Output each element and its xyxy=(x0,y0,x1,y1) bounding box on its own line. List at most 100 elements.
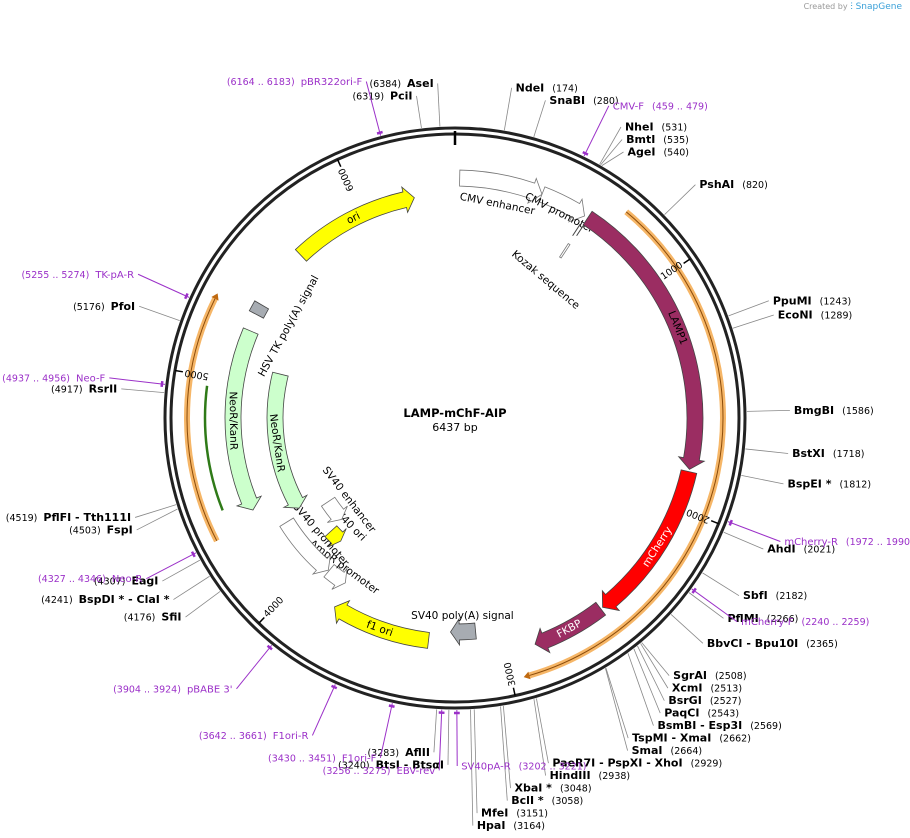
feature-sv40-enhancer[interactable] xyxy=(320,496,348,523)
enzyme-fspi[interactable]: (4503)FspI xyxy=(69,523,133,536)
enzyme-leader-hpai xyxy=(470,709,474,826)
primer-leader-mcherry-r xyxy=(727,521,781,542)
enzyme-ppumi[interactable]: PpuMI(1243) xyxy=(773,294,851,307)
enzyme-ahdi[interactable]: AhdI(2021) xyxy=(767,543,835,556)
primer-neo-r[interactable]: (4327 .. 4346)Neo-R xyxy=(38,574,142,585)
enzyme-smai[interactable]: SmaI(2664) xyxy=(632,744,703,757)
enzyme-pflmi[interactable]: PflMI(2266) xyxy=(727,612,798,625)
primer-mark-neo-f xyxy=(160,381,164,388)
enzyme-bcli[interactable]: BclI *(3058) xyxy=(511,794,583,807)
snapgene-logo-icon: ⵗ xyxy=(850,2,854,12)
enzyme-xbai[interactable]: XbaI *(3048) xyxy=(514,782,591,795)
feature-sv40-ori[interactable] xyxy=(324,525,347,548)
feature-fkbp[interactable] xyxy=(534,601,607,654)
enzyme-leader-bbvci-bpu10i xyxy=(670,614,704,644)
enzyme-leader-bmgbi xyxy=(746,409,790,412)
enzyme-leader-bmti xyxy=(600,139,623,166)
enzyme-hindiii[interactable]: HindIII(2938) xyxy=(550,769,631,782)
plasmid-name: LAMP-mChF-AIP xyxy=(403,406,506,420)
enzyme-bsrgi[interactable]: BsrGI(2527) xyxy=(668,694,741,707)
enzyme-bspdi-clai[interactable]: (4241)BspDI * - ClaI * xyxy=(41,593,170,606)
enzyme-hpai[interactable]: HpaI(3164) xyxy=(477,819,545,832)
primer-leader-neo-r xyxy=(146,552,197,580)
enzyme-leader-bcli xyxy=(500,706,508,801)
enzyme-mfei[interactable]: MfeI(3151) xyxy=(481,807,548,820)
enzyme-sgrai[interactable]: SgrAI(2508) xyxy=(673,669,746,682)
feature-neor-kanr-12[interactable] xyxy=(266,371,309,509)
enzyme-bsmbi-esp3i[interactable]: BsmBI - Esp3I(2569) xyxy=(657,719,781,732)
credit-prefix: Created by xyxy=(803,2,848,11)
enzyme-btsi-bts-i[interactable]: (3240)BtsI - BtsαI xyxy=(338,758,444,771)
enzyme-pshai[interactable]: PshAI(820) xyxy=(699,178,767,191)
primer-leader-mcherry-f xyxy=(691,588,738,623)
enzyme-bbvci-bpu10i[interactable]: BbvCI - Bpu10I(2365) xyxy=(707,637,838,650)
plasmid-backbone xyxy=(163,126,747,710)
feature-ori[interactable] xyxy=(294,185,415,262)
feature-f1-ori[interactable] xyxy=(334,599,430,649)
feature-label-neor-kanr-13: NeoR/KanR xyxy=(227,391,240,450)
enzyme-leader-smai xyxy=(605,668,628,751)
primer-sites: (6164 .. 6183)pBR322ori-F CMV-F(459 .. 47… xyxy=(2,77,910,777)
kozak-mark-b xyxy=(576,223,585,237)
primer-leader-pbr322ori-f xyxy=(365,81,382,136)
feature-label-kozak-sequence: Kozak sequence xyxy=(509,248,582,312)
enzyme-leader-eagi xyxy=(162,559,201,582)
enzyme-snabi[interactable]: SnaBI(280) xyxy=(549,94,618,107)
primer-mark-pbabe-3 xyxy=(266,644,273,651)
enzyme-econi[interactable]: EcoNI(1289) xyxy=(778,308,852,321)
primer-ebv-rev[interactable]: (3256 .. 3275)EBV-rev xyxy=(323,766,436,777)
enzyme-asei[interactable]: (6384)AseI xyxy=(369,77,433,90)
feature-sv40-poly-a-signal[interactable] xyxy=(450,617,477,647)
enzyme-bspei[interactable]: BspEI *(1812) xyxy=(787,477,871,490)
feature-cmv-enhancer[interactable] xyxy=(459,169,543,204)
enzyme-paer7i-pspxi-xhoi[interactable]: PaeR7I - PspXI - XhoI(2929) xyxy=(552,757,722,770)
feature-ampr-promoter[interactable] xyxy=(323,564,348,590)
enzyme-leader-pfoi xyxy=(139,305,180,322)
enzyme-tspmi-xmai[interactable]: TspMI - XmaI(2662) xyxy=(632,732,751,745)
primer-mcherry-r[interactable]: mCherry-R(1972 .. 1990) xyxy=(784,537,910,548)
enzyme-leader-hindiii xyxy=(533,699,546,776)
primer-neo-f[interactable]: (4937 .. 4956)Neo-F xyxy=(2,373,105,384)
enzyme-pflfi-tth111i[interactable]: (4519)PflFI - Tth111I xyxy=(6,511,131,524)
enzyme-leader-econi xyxy=(732,314,774,329)
enzyme-leader-mfei xyxy=(473,709,478,814)
feature-lamp1[interactable] xyxy=(582,210,706,470)
primer-sv40pa-r[interactable]: SV40pA-R(3202 .. 3221) xyxy=(461,761,586,772)
primer-f1ori-r[interactable]: (3642 .. 3661)F1ori-R xyxy=(199,731,309,742)
primer-mark-f1ori-r xyxy=(330,684,338,690)
enzyme-pfoi[interactable]: (5176)PfoI xyxy=(73,300,135,313)
enzyme-aflii[interactable]: (3283)AflII xyxy=(367,746,429,759)
enzyme-sfii[interactable]: (4176)SfiI xyxy=(124,611,182,624)
primer-pbr322ori-f[interactable]: (6164 .. 6183)pBR322ori-F xyxy=(227,77,363,88)
feature-mcherry[interactable] xyxy=(601,469,698,612)
primer-tk-pa-r[interactable]: (5255 .. 5274)TK-pA-R xyxy=(21,270,134,281)
enzyme-bmti[interactable]: BmtI(535) xyxy=(626,133,689,146)
enzyme-leader-sfii xyxy=(185,591,221,618)
kozak-mark-a xyxy=(572,223,581,237)
feature-neor-kanr-13[interactable] xyxy=(224,327,263,511)
enzyme-xcmi[interactable]: XcmI(2513) xyxy=(672,682,742,695)
enzyme-leader-sgrai xyxy=(641,642,670,676)
primer-cmv-f[interactable]: CMV-F(459 .. 479) xyxy=(613,101,708,112)
enzyme-leader-fspi xyxy=(136,508,178,531)
enzyme-sbfi[interactable]: SbfI(2182) xyxy=(743,589,807,602)
enzyme-paqci[interactable]: PaqCI(2543) xyxy=(664,707,739,720)
enzyme-ndei[interactable]: NdeI(174) xyxy=(516,81,578,94)
enzyme-agei[interactable]: AgeI(540) xyxy=(628,145,690,158)
enzyme-bstxi[interactable]: BstXI(1718) xyxy=(792,447,864,460)
feature-kozak-sequence[interactable] xyxy=(559,242,571,259)
enzyme-rsrii[interactable]: (4917)RsrII xyxy=(51,382,117,395)
enzyme-bmgbi[interactable]: BmgBI(1586) xyxy=(794,404,874,417)
primer-leader-neo-f xyxy=(109,377,166,385)
feature-sv40-promoter[interactable] xyxy=(279,517,332,575)
primer-f1ori-f[interactable]: (3430 .. 3451)F1ori-F xyxy=(268,753,377,764)
enzyme-eagi[interactable]: (4307)EagI xyxy=(94,575,159,588)
enzyme-nhei[interactable]: NheI(531) xyxy=(625,120,687,133)
feature-hsv-tk-poly-a-signal[interactable] xyxy=(248,300,270,319)
primer-pbabe-3[interactable]: (3904 .. 3924)pBABE 3' xyxy=(113,684,232,695)
feature-cmv-promoter[interactable] xyxy=(538,186,585,223)
orange-band-line-0 xyxy=(529,211,724,676)
enzyme-pcii[interactable]: (6319)PciI xyxy=(352,89,412,102)
primer-mcherry-f[interactable]: mCherry-F(2240 .. 2259) xyxy=(741,617,869,628)
